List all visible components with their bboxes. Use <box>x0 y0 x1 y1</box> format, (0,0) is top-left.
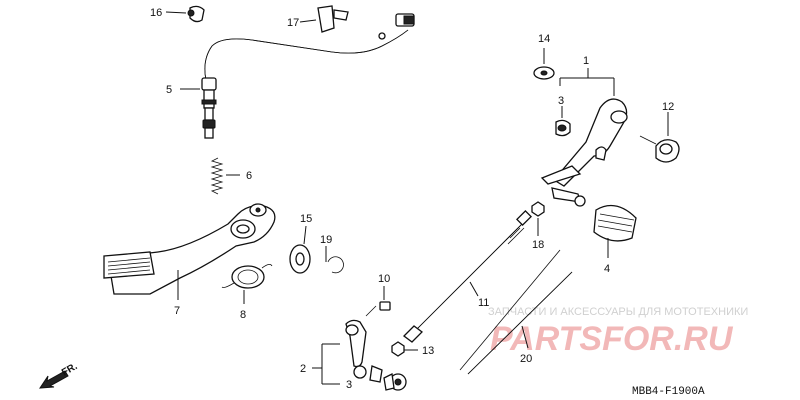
part-pivot-collar <box>555 119 571 137</box>
part-thrust-washer <box>533 66 555 80</box>
part-tie-rod-joint <box>383 373 407 391</box>
callout-18: 18 <box>532 239 544 251</box>
part-wire-clamp <box>317 5 349 33</box>
part-rod <box>459 249 573 375</box>
callout-15: 15 <box>300 213 312 225</box>
callout-6: 6 <box>246 170 252 182</box>
callout-20: 20 <box>520 353 532 365</box>
part-gearshift-pedal <box>540 98 628 207</box>
part-cable-clamp <box>187 5 205 23</box>
front-direction-label: FR. <box>60 361 80 379</box>
part-rear-brake-pedal <box>103 203 276 295</box>
part-brake-switch-spring <box>210 157 224 195</box>
part-gearshift-arm <box>345 319 383 383</box>
front-direction-indicator: FR. <box>39 361 80 389</box>
part-nut <box>531 201 545 217</box>
part-snap-ring <box>327 256 344 274</box>
callout-12: 12 <box>662 101 674 113</box>
callout-7: 7 <box>174 305 180 317</box>
callout-11: 11 <box>478 297 489 309</box>
callout-1: 1 <box>583 55 589 67</box>
part-switch-wire <box>204 13 415 81</box>
part-bolt <box>365 301 391 317</box>
part-pedal-rubber <box>593 204 637 242</box>
callout-3-lower: 3 <box>346 379 352 391</box>
callout-10: 10 <box>378 273 390 285</box>
callout-4: 4 <box>604 263 610 275</box>
watermark-tagline: ЗАПЧАСТИ И АКСЕССУАРЫ ДЛЯ МОТОТЕХНИКИ <box>488 306 748 318</box>
callout-13: 13 <box>422 345 434 357</box>
part-pedal-return-spring <box>221 264 273 289</box>
callout-16: 16 <box>150 7 162 19</box>
callout-5: 5 <box>166 84 172 96</box>
part-brake-light-switch <box>201 77 217 139</box>
callout-2: 2 <box>300 363 306 375</box>
callout-8: 8 <box>240 309 246 321</box>
callout-19: 19 <box>320 234 332 246</box>
callout-17: 17 <box>287 17 299 29</box>
callout-14: 14 <box>538 33 550 45</box>
watermark-logo: PARTSFOR.RU <box>490 320 734 358</box>
callout-3-upper: 3 <box>558 95 564 107</box>
diagram-code: MBB4-F1900A <box>632 386 705 398</box>
part-gearshift-tie-rod <box>403 210 532 343</box>
part-lock-nut <box>391 341 405 357</box>
part-pivot-bolt <box>639 135 680 163</box>
part-washer <box>289 244 311 274</box>
